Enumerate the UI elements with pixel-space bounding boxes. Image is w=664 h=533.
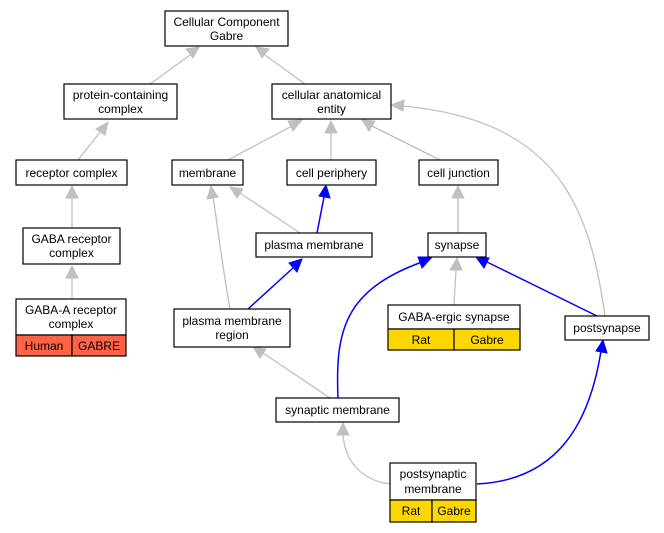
annotation-cell-gene (71, 334, 127, 357)
node-plasma-membrane[interactable]: plasma membrane (255, 232, 373, 258)
arrowhead (451, 184, 465, 199)
edge-synaptic-membrane-to-pm-region (262, 352, 331, 399)
node-label-line2: membrane (404, 482, 462, 496)
node-label-line2: complex (49, 317, 94, 331)
arrowhead (595, 338, 608, 354)
edge-cell-junction-to-anatomical-entity (371, 125, 441, 161)
node-label-line2: region (215, 328, 248, 342)
node-synapse[interactable]: synapse (427, 232, 487, 258)
annotation-species-label: Rat (402, 504, 421, 518)
node-label-line1: Cellular Component (173, 15, 280, 29)
node-label: plasma membrane (264, 238, 364, 252)
annotation-gene-label: Gabre (470, 333, 504, 347)
arrowhead (65, 184, 79, 199)
node-label: synapse (435, 238, 480, 252)
edge-protein-complex-to-cellular-component (149, 54, 191, 85)
arrowhead (361, 119, 376, 132)
arrowhead (65, 264, 79, 279)
edge-postsynapse-part-of-synapse (486, 261, 598, 317)
edge-pm-region-to-membrane (212, 195, 231, 310)
node-gaba-ergic-synapse[interactable]: GABA-ergic synapse Rat Gabre (387, 304, 521, 351)
node-label: synaptic membrane (285, 403, 390, 417)
node-cell-periphery[interactable]: cell periphery (286, 159, 377, 186)
edge-postsynapse-to-anatomical-entity (401, 105, 606, 317)
annotation-species-label: Rat (412, 333, 431, 347)
node-label: receptor complex (25, 166, 117, 180)
annotation-cell-gene (453, 328, 521, 351)
arrowhead (336, 421, 350, 436)
node-label-line2: complex (49, 246, 94, 260)
node-label: cell periphery (296, 166, 367, 180)
node-label: GABA-ergic synapse (398, 310, 510, 324)
annotation-species-label: Human (25, 339, 64, 353)
edge-postsynaptic-membrane-to-synaptic-membrane (342, 434, 391, 485)
node-label-line1: cellular anatomical (282, 88, 381, 102)
annotation-cell-gene (431, 499, 477, 523)
edge-plasma-membrane-to-membrane (239, 192, 301, 234)
edge-receptor-complex-to-protein-complex (77, 130, 102, 161)
edge-pm-region-part-of-plasma-membrane (247, 267, 294, 310)
node-cellular-anatomical-entity[interactable]: cellular anatomical entity (271, 83, 392, 120)
annotation-gene-label: Gabre (437, 504, 471, 518)
node-protein-containing-complex[interactable]: protein-containing complex (63, 83, 178, 120)
node-label: postsynapse (573, 321, 641, 335)
node-label-line2: complex (98, 102, 143, 116)
node-gaba-receptor-complex[interactable]: GABA receptor complex (22, 227, 121, 265)
edge-synaptic-membrane-part-of-synapse (336, 261, 423, 399)
node-postsynaptic-membrane[interactable]: postsynaptic membrane Rat Gabre (389, 462, 477, 523)
arrowhead (449, 256, 463, 271)
arrowhead (251, 346, 267, 359)
edge-membrane-to-anatomical-entity (227, 125, 293, 161)
arrowhead (255, 46, 270, 59)
node-label: cell junction (427, 166, 490, 180)
node-label-line1: GABA-A receptor (25, 303, 117, 317)
node-postsynapse[interactable]: postsynapse (564, 315, 650, 341)
arrowhead (95, 120, 109, 136)
arrowhead (417, 256, 434, 269)
arrowhead (228, 186, 244, 199)
node-label-line1: protein-containing (73, 88, 168, 102)
node-plasma-membrane-region[interactable]: plasma membrane region (173, 308, 291, 348)
node-label-line2: entity (317, 102, 346, 116)
nodes: Cellular Component Gabre protein-contain… (15, 10, 650, 523)
arrowhead (324, 119, 338, 134)
edges (65, 46, 608, 485)
node-gaba-a-receptor-complex[interactable]: GABA-A receptor complex Human GABRE (15, 298, 127, 357)
edge-anatomical-entity-to-cellular-component (264, 54, 306, 85)
node-cellular-component[interactable]: Cellular Component Gabre (164, 10, 289, 47)
arrowhead (288, 258, 303, 273)
edge-plasma-membrane-part-of-cell-periphery (316, 196, 325, 234)
node-cell-junction[interactable]: cell junction (418, 159, 499, 186)
annotation-gene-label: GABRE (78, 339, 120, 353)
edge-postsynaptic-membrane-part-of-postsynapse (476, 350, 602, 485)
arrowhead (287, 119, 304, 132)
arrowhead (318, 183, 331, 199)
arrowhead (206, 184, 219, 200)
node-receptor-complex[interactable]: receptor complex (15, 159, 128, 186)
edge-gaba-ergic-synapse-to-synapse (453, 269, 457, 306)
node-label-line1: GABA receptor (31, 232, 111, 246)
node-label: membrane (179, 166, 237, 180)
node-label-line1: plasma membrane (182, 314, 282, 328)
node-label-line1: postsynaptic (400, 467, 467, 481)
arrowhead (389, 99, 405, 112)
arrowhead (474, 256, 490, 269)
arrowhead (185, 46, 200, 59)
node-synaptic-membrane[interactable]: synaptic membrane (275, 397, 400, 423)
node-membrane[interactable]: membrane (171, 159, 244, 186)
node-label-line2: Gabre (210, 29, 244, 43)
